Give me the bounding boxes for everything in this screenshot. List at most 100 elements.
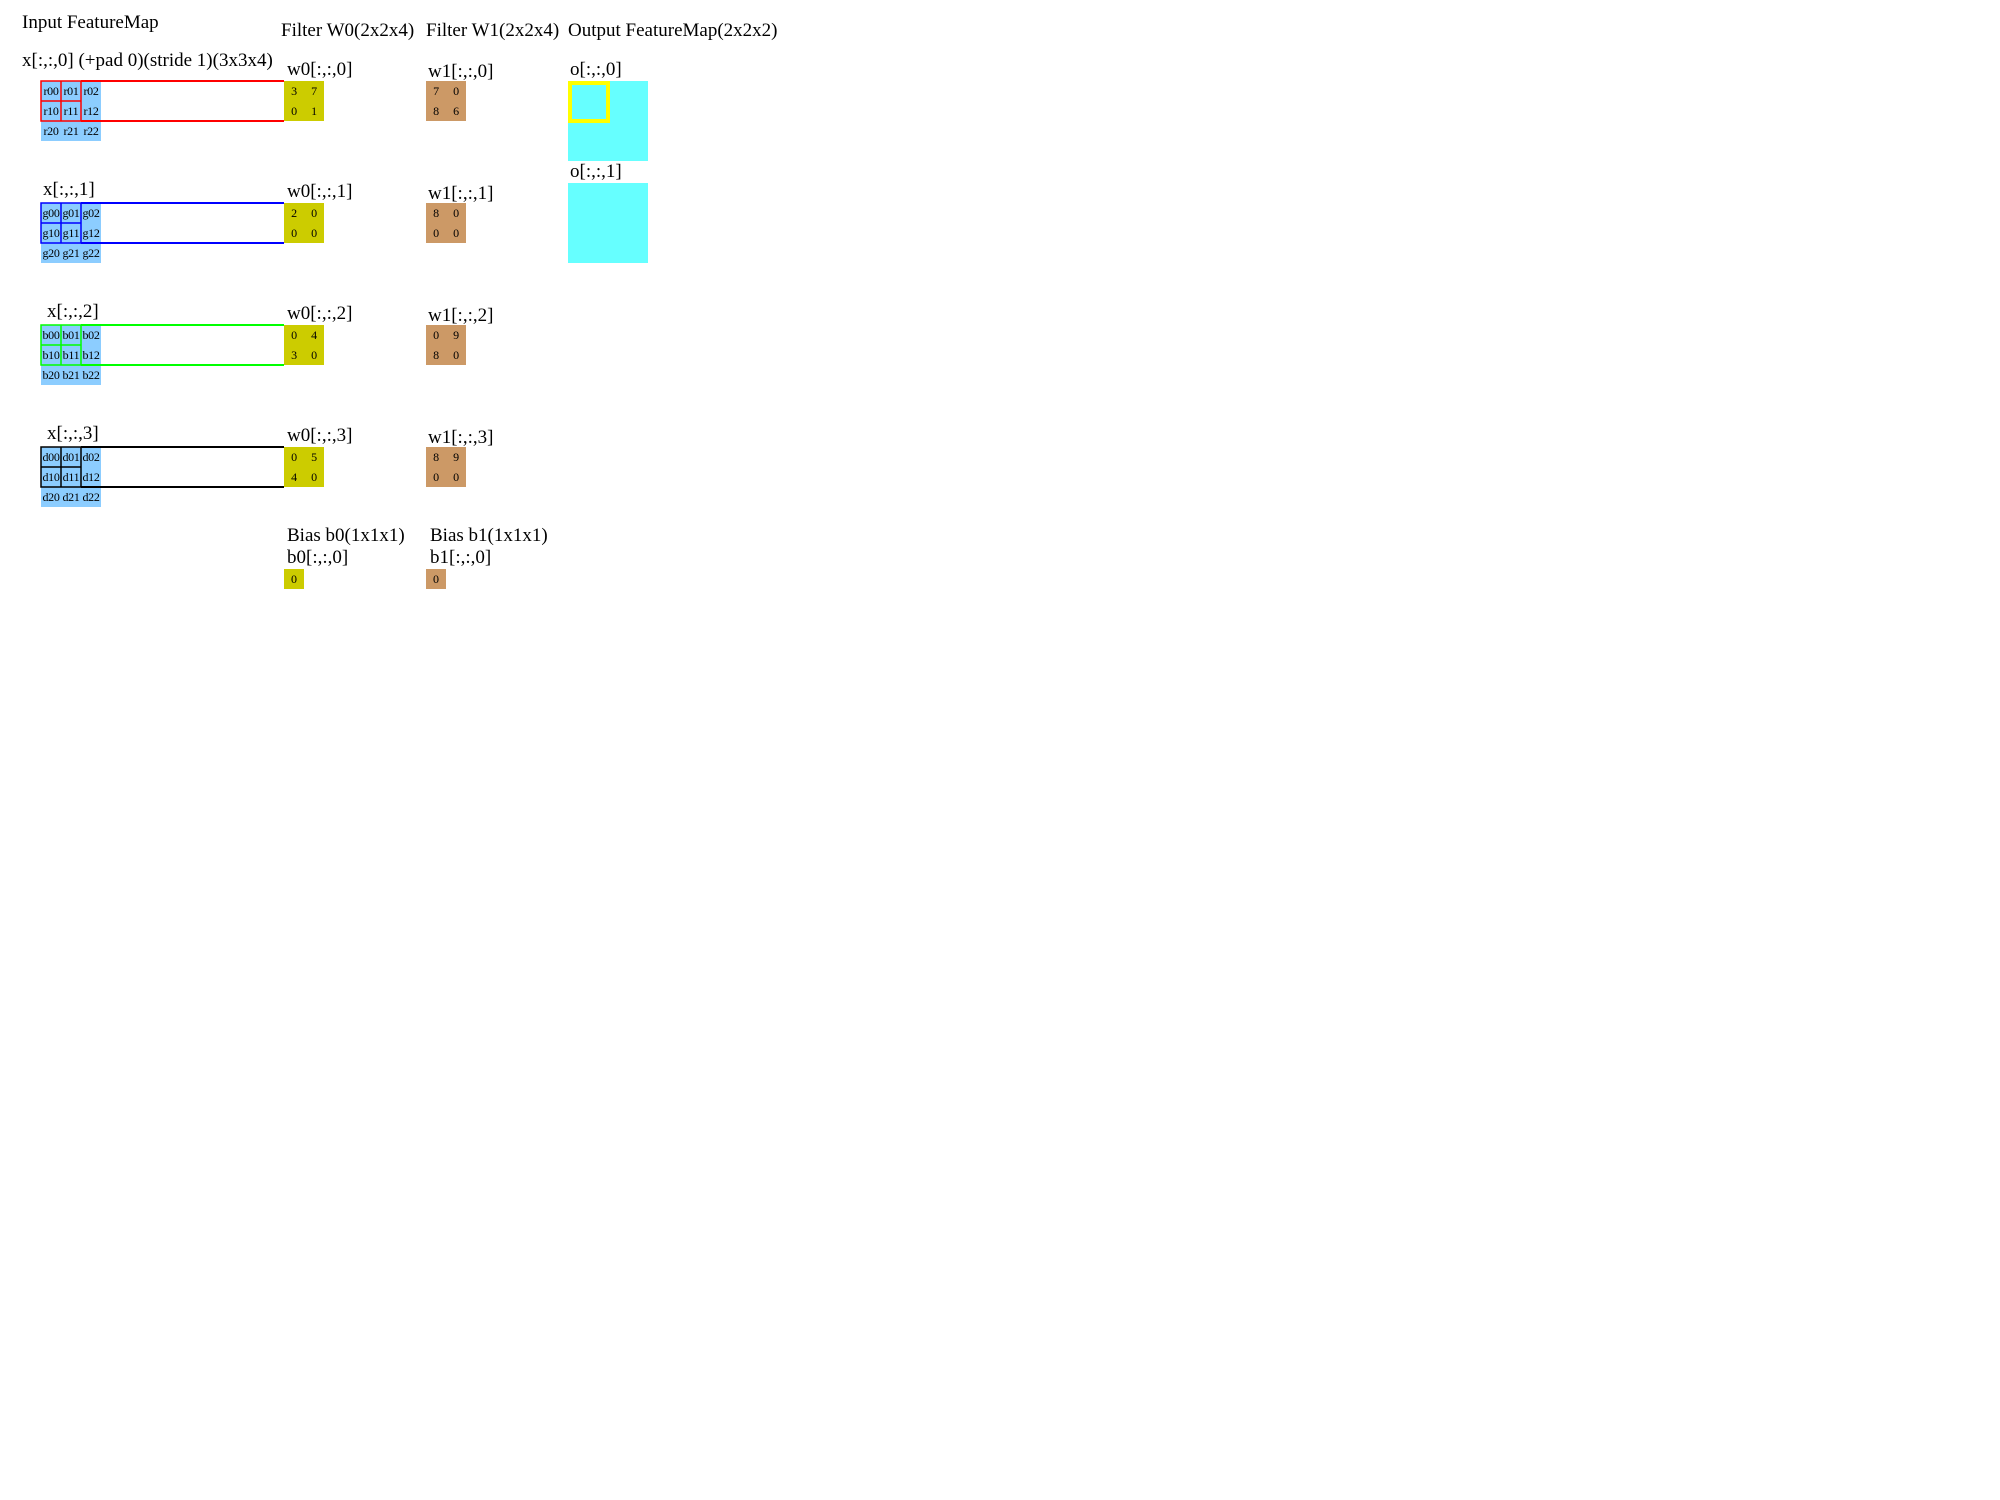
weight-cell: 8 (433, 348, 439, 362)
input-cell: b01 (62, 328, 80, 342)
input-cell: b11 (62, 348, 80, 362)
input-cell: d01 (62, 450, 80, 464)
input-cell: g00 (42, 206, 60, 220)
input-channel-1-label: x[:,:,1] (43, 179, 95, 200)
w0-slice-1-grid: 2 0 0 0 (284, 203, 324, 243)
input-cell: r10 (43, 104, 59, 118)
input-cell: b10 (42, 348, 60, 362)
input-cell: g20 (42, 246, 60, 260)
bias-b1-title: Bias b1(1x1x1) (430, 525, 548, 546)
input-cell: g21 (62, 246, 80, 260)
w1-slice-0-grid: 7 0 8 6 (426, 81, 466, 121)
weight-cell: 0 (453, 348, 459, 362)
input-cell: r01 (63, 84, 79, 98)
weight-cell: 0 (453, 226, 459, 240)
w1-slice-3-grid: 8 9 0 0 (426, 447, 466, 487)
weight-cell: 0 (311, 206, 317, 220)
weight-cell: 0 (433, 226, 439, 240)
weight-cell: 4 (291, 470, 297, 484)
input-cell: b21 (62, 368, 80, 382)
w0-slice-2-grid: 0 4 3 0 (284, 325, 324, 365)
bias-value: 0 (291, 572, 297, 586)
input-cell: g10 (42, 226, 60, 240)
weight-cell: 0 (433, 328, 439, 342)
w0-slice-1-label: w0[:,:,1] (287, 181, 353, 202)
weight-cell: 0 (291, 104, 297, 118)
input-cell: r21 (63, 124, 79, 138)
input-channel-3-grid: d00 d01 d02 d10 d11 d12 d20 d21 d22 (41, 447, 101, 507)
input-cell: d22 (82, 490, 100, 504)
input-channel-2-grid: b00 b01 b02 b10 b11 b12 b20 b21 b22 (41, 325, 101, 385)
weight-cell: 0 (311, 470, 317, 484)
weight-cell: 6 (453, 104, 459, 118)
input-cell: r20 (43, 124, 59, 138)
bias-b1-label: b1[:,:,0] (430, 547, 492, 568)
weight-cell: 0 (291, 450, 297, 464)
weight-cell: 8 (433, 450, 439, 464)
input-cell: d20 (42, 490, 60, 504)
channel-1-highlight (40, 202, 284, 244)
weight-cell: 0 (453, 84, 459, 98)
input-cell: b20 (42, 368, 60, 382)
output-channel-1-map (568, 183, 648, 263)
output-featuremap-title: Output FeatureMap(2x2x2) (568, 20, 778, 41)
w1-slice-0-label: w1[:,:,0] (428, 61, 494, 82)
weight-cell: 9 (453, 328, 459, 342)
bias-value: 0 (433, 572, 439, 586)
input-featuremap-title: Input FeatureMap (22, 12, 159, 33)
input-channel-3-label: x[:,:,3] (47, 423, 99, 444)
weight-cell: 0 (453, 470, 459, 484)
weight-cell: 0 (453, 206, 459, 220)
input-cell: r11 (63, 104, 79, 118)
input-cell: g01 (62, 206, 80, 220)
channel-3-highlight (40, 446, 284, 488)
input-channel-0-label: x[:,:,0] (+pad 0)(stride 1)(3x3x4) (22, 50, 273, 71)
weight-cell: 3 (291, 348, 297, 362)
input-cell: b02 (82, 328, 100, 342)
weight-cell: 7 (311, 84, 317, 98)
input-cell: b12 (82, 348, 100, 362)
input-cell: g02 (82, 206, 100, 220)
input-cell: b00 (42, 328, 60, 342)
w1-slice-2-grid: 0 9 8 0 (426, 325, 466, 365)
channel-0-highlight (40, 80, 284, 122)
weight-cell: 0 (291, 328, 297, 342)
input-cell: g11 (62, 226, 80, 240)
weight-cell: 5 (311, 450, 317, 464)
w1-slice-2-label: w1[:,:,2] (428, 305, 494, 326)
weight-cell: 4 (311, 328, 317, 342)
weight-cell: 2 (291, 206, 297, 220)
output-channel-0-label: o[:,:,0] (570, 59, 622, 80)
input-cell: d10 (42, 470, 60, 484)
input-cell: g12 (82, 226, 100, 240)
weight-cell: 8 (433, 206, 439, 220)
w0-slice-0-grid: 3 7 0 1 (284, 81, 324, 121)
input-channel-1-grid: g00 g01 g02 g10 g11 g12 g20 g21 g22 (41, 203, 101, 263)
filter-w1-title: Filter W1(2x2x4) (426, 20, 560, 41)
input-cell: r22 (83, 124, 99, 138)
input-cell: b22 (82, 368, 100, 382)
channel-2-highlight (40, 324, 284, 366)
input-cell: d12 (82, 470, 100, 484)
output-channel-1-label: o[:,:,1] (570, 161, 622, 182)
bias-b0-label: b0[:,:,0] (287, 547, 349, 568)
input-cell: d02 (82, 450, 100, 464)
input-cell: g22 (82, 246, 100, 260)
input-channel-0-grid: r00 r01 r02 r10 r11 r12 r20 r21 r22 (41, 81, 101, 141)
weight-cell: 0 (311, 226, 317, 240)
input-cell: r02 (83, 84, 99, 98)
weight-cell: 8 (433, 104, 439, 118)
bias-b1-cell: 0 (426, 569, 446, 589)
input-cell: r00 (43, 84, 59, 98)
input-cell: d11 (62, 470, 80, 484)
filter-w0-title: Filter W0(2x2x4) (281, 20, 415, 41)
weight-cell: 7 (433, 84, 439, 98)
input-channel-2-label: x[:,:,2] (47, 301, 99, 322)
input-cell: d00 (42, 450, 60, 464)
w1-slice-3-label: w1[:,:,3] (428, 427, 494, 448)
w0-slice-2-label: w0[:,:,2] (287, 303, 353, 324)
w1-slice-1-label: w1[:,:,1] (428, 183, 494, 204)
weight-cell: 0 (433, 470, 439, 484)
w0-slice-0-label: w0[:,:,0] (287, 59, 353, 80)
